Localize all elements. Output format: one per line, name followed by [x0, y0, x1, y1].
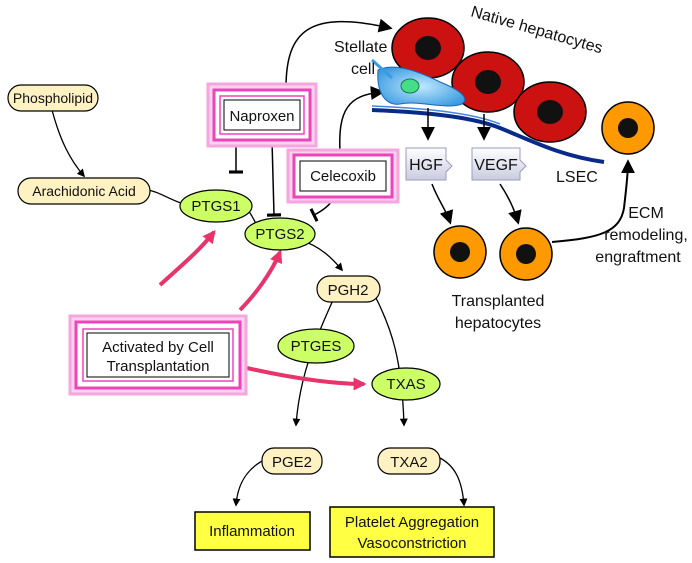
transplanted-label-line2: hepatocytes	[455, 315, 541, 332]
phospholipid-label: Phospholipid	[13, 90, 93, 106]
ptgs2-label: PTGS2	[255, 226, 304, 243]
pge2-label: PGE2	[272, 454, 312, 471]
inflammation-label: Inflammation	[209, 523, 295, 540]
ecm-label-line3: engraftment	[595, 249, 681, 266]
naproxen-label: Naproxen	[229, 108, 294, 125]
ptgs1-label: PTGS1	[191, 198, 240, 215]
arrow-phospholipid-to-aa	[51, 109, 86, 178]
arrow-vegf-to-transplanted	[499, 183, 522, 225]
arrow-celecoxib-to-stellate	[339, 86, 385, 153]
transplanted-hepatocyte-1	[433, 225, 487, 279]
arrow-txa2-to-platelet	[439, 457, 468, 507]
activation-arrow-ptgs2	[238, 249, 283, 312]
platelet-line1: Platelet Aggregation	[345, 514, 479, 531]
pgh2-node: PGH2	[316, 275, 381, 303]
native-hepatocyte-2	[451, 51, 525, 113]
celecoxib-label: Celecoxib	[310, 168, 376, 185]
stellate-label-line2: cell	[351, 61, 375, 78]
arachidonic-acid-node: Arachidonic Acid	[17, 177, 151, 205]
transplanted-label-line1: Transplanted	[452, 293, 545, 310]
ptgs1-node: PTGS1	[179, 189, 253, 223]
ecm-label-line2: remodeling,	[604, 227, 688, 244]
pge2-node: PGE2	[261, 447, 323, 475]
txas-label: TXAS	[386, 376, 425, 393]
activator-line2: Transplantation	[107, 358, 210, 375]
arrow-hgf-to-transplanted	[431, 183, 454, 225]
pgh2-label: PGH2	[328, 282, 369, 299]
activation-arrow-txas	[237, 364, 367, 391]
lsec-cell	[371, 105, 605, 164]
ptges-label: PTGES	[291, 338, 342, 355]
transplanted-hepatocyte-2	[499, 227, 553, 281]
arrow-naproxen-to-hepatocytes	[285, 18, 393, 89]
arrow-pgh2-to-txa2	[375, 297, 408, 427]
stellate-cell	[370, 58, 466, 107]
stellate-label-line1: Stellate	[334, 39, 387, 56]
inhibit-naproxen-ptgs2	[266, 139, 282, 217]
inflammation-box: Inflammation	[194, 511, 311, 551]
ptgs2-node: PTGS2	[244, 217, 316, 251]
txa2-label: TXA2	[390, 454, 428, 471]
ptges-node: PTGES	[277, 328, 355, 364]
native-hepatocyte-1	[391, 17, 465, 79]
arachidonic-acid-label: Arachidonic Acid	[32, 183, 136, 199]
native-hepatocytes-label: Native hepatocytes	[469, 4, 604, 58]
hgf-label: HGF	[409, 157, 443, 174]
naproxen-box: Naproxen	[206, 82, 318, 148]
activator-box: Activated by Cell Transplantation	[68, 314, 248, 396]
line-aa-to-ptgs1	[147, 189, 185, 205]
activation-arrow-ptgs1	[158, 229, 216, 287]
lsec-label: LSEC	[556, 169, 598, 186]
celecoxib-box: Celecoxib	[286, 148, 400, 204]
hgf-badge: HGF	[405, 147, 453, 181]
platelet-box: Platelet Aggregation Vasoconstriction	[329, 506, 495, 558]
txas-node: TXAS	[371, 367, 441, 401]
txa2-node: TXA2	[377, 447, 441, 475]
arrow-ecm-engraftment	[551, 159, 635, 243]
phospholipid-node: Phospholipid	[7, 84, 99, 112]
activator-line1: Activated by Cell	[102, 339, 214, 356]
ecm-label-line1: ECM	[628, 205, 664, 222]
platelet-line2: Vasoconstriction	[358, 535, 467, 552]
vegf-label: VEGF	[474, 157, 518, 174]
native-hepatocyte-3	[513, 81, 587, 143]
engrafted-hepatocyte	[601, 101, 655, 155]
vegf-badge: VEGF	[471, 147, 527, 181]
